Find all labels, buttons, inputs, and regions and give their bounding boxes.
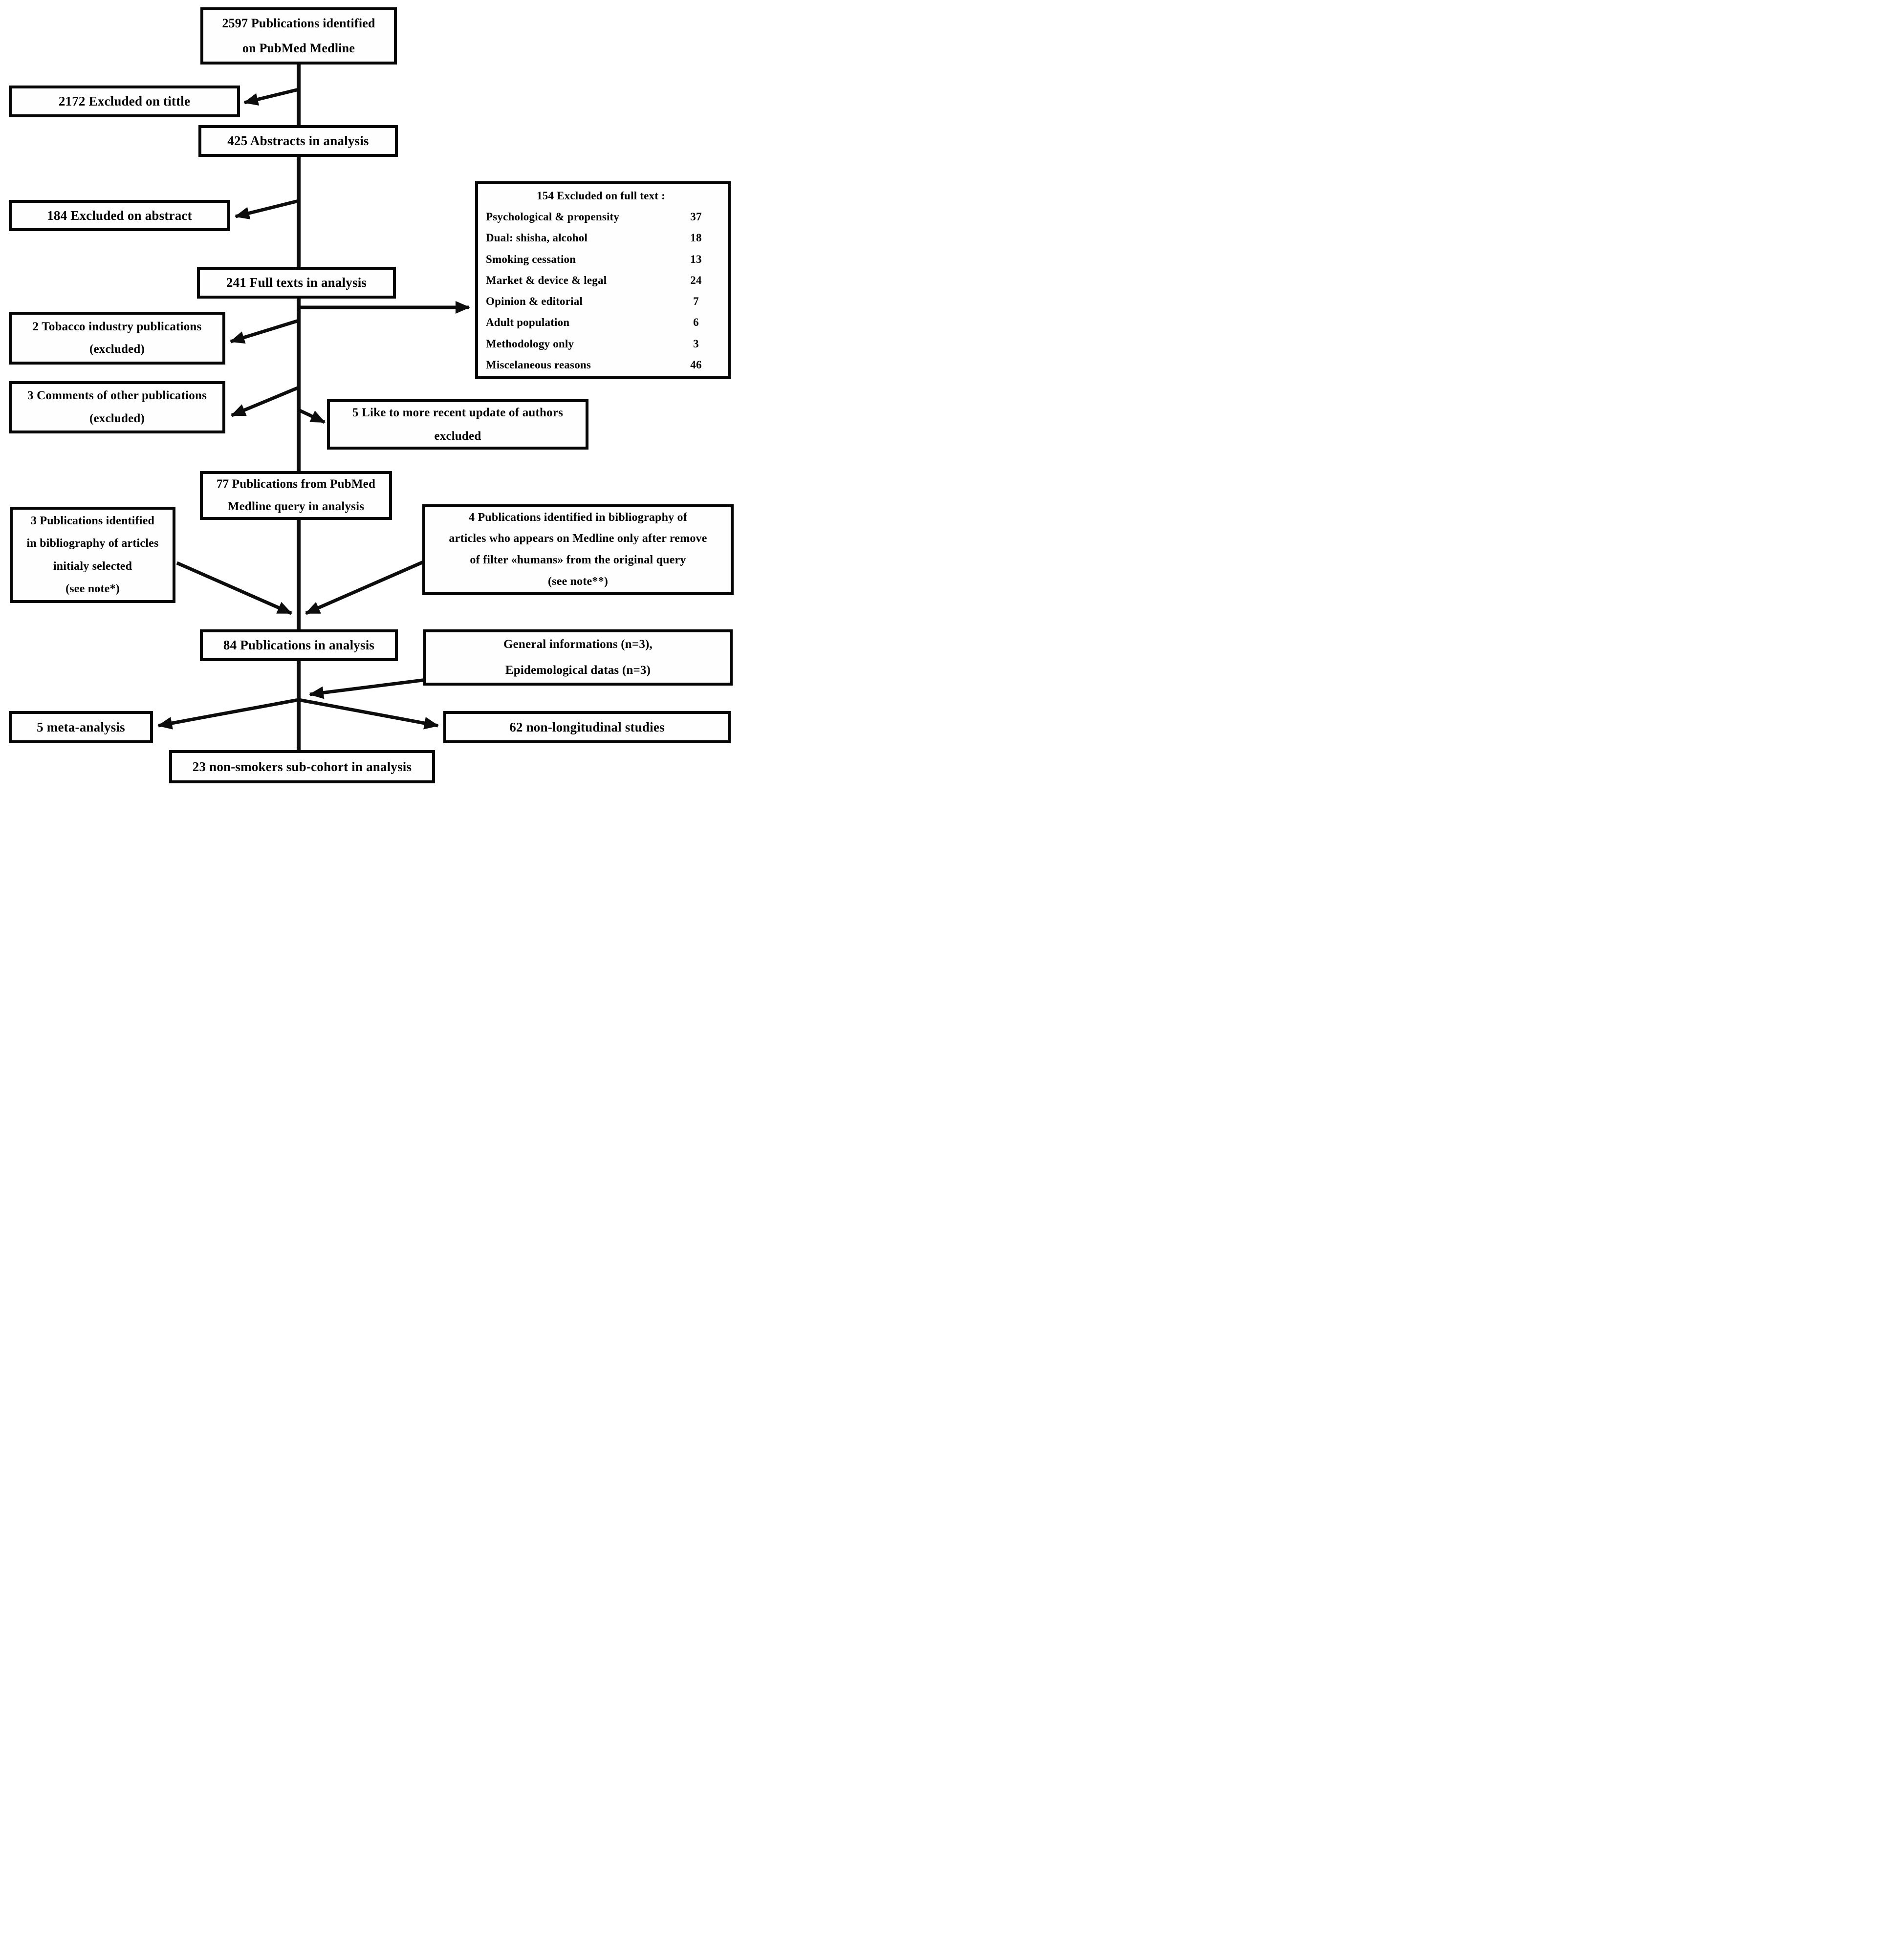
box-excluded-on-title: 2172 Excluded on tittle (9, 86, 240, 117)
box-line: 77 Publications from PubMed (216, 477, 376, 491)
exclusion-reason: Miscelaneous reasons (486, 358, 591, 371)
exclusion-reason: Methodology only (486, 337, 574, 350)
exclusion-reason: Psychological & propensity (486, 211, 620, 223)
exclusion-row: Adult population 6 (486, 312, 721, 333)
box-line: Medline query in analysis (227, 500, 365, 513)
box-recent-update-excluded: 5 Like to more recent update of authors … (327, 399, 588, 450)
box-abstracts-in-analysis: 425 Abstracts in analysis (198, 125, 398, 157)
box-line: 2597 Publications identified (222, 16, 375, 30)
arrow-to-tobacco (230, 319, 300, 344)
box-line: excluded (434, 429, 481, 443)
arrow-to-non-longitudinal (298, 698, 439, 730)
box-line: on PubMed Medline (242, 41, 355, 55)
box-line: of filter «humans» from the original que… (470, 554, 686, 566)
box-comments-excluded: 3 Comments of other publications (exclud… (9, 381, 225, 433)
box-line: 5 Like to more recent update of authors (352, 406, 564, 419)
arrow-from-bibliography-initial (176, 561, 292, 615)
box-full-texts-in-analysis: 241 Full texts in analysis (197, 267, 396, 299)
exclusion-row: Opinion & editorial 7 (486, 291, 721, 312)
box-line: (see note**) (547, 575, 609, 588)
exclusion-row: Methodology only 3 (486, 333, 721, 354)
box-line: (excluded) (89, 343, 145, 356)
arrow-to-comments (231, 386, 300, 417)
box-line: 241 Full texts in analysis (226, 275, 367, 290)
box-line: (see note*) (65, 582, 120, 595)
exclusion-row: Psychological & propensity 37 (486, 206, 721, 227)
arrow-to-meta-analysis (157, 698, 299, 730)
exclusion-row: Smoking cessation 13 (486, 249, 721, 270)
full-text-excluded-title: 154 Excluded on full text : (537, 189, 665, 202)
arrow-to-excluded-abstract (235, 199, 299, 219)
box-non-smokers-sub-cohort: 23 non-smokers sub-cohort in analysis (169, 750, 435, 783)
box-line: 62 non-longitudinal studies (509, 719, 665, 734)
box-line: 23 non-smokers sub-cohort in analysis (192, 759, 412, 774)
box-line: in bibliography of articles (26, 537, 159, 550)
exclusion-count: 24 (690, 274, 702, 286)
exclusion-count: 46 (690, 358, 702, 371)
box-line: 5 meta-analysis (37, 719, 125, 734)
exclusion-reason: Market & device & legal (486, 274, 607, 286)
box-line: 184 Excluded on abstract (47, 208, 192, 223)
exclusion-row: Miscelaneous reasons 46 (486, 354, 721, 375)
box-line: 3 Comments of other publications (27, 389, 207, 403)
box-line: initialy selected (53, 560, 132, 573)
box-publications-identified: 2597 Publications identified on PubMed M… (200, 7, 397, 65)
box-line: 2172 Excluded on tittle (58, 94, 191, 108)
box-line: Epidemological datas (n=3) (505, 663, 651, 677)
box-line: 2 Tobacco industry publications (32, 320, 202, 333)
exclusion-count: 13 (690, 253, 702, 265)
flow-connectors (157, 64, 470, 753)
exclusion-count: 37 (690, 211, 702, 223)
exclusion-row: Dual: shisha, alcohol 18 (486, 227, 721, 248)
box-line: (excluded) (89, 411, 145, 425)
box-publications-in-analysis: 84 Publications in analysis (200, 629, 398, 661)
box-excluded-on-full-text: 154 Excluded on full text : Psychologica… (475, 181, 731, 379)
box-line: 4 Publications identified in bibliograph… (469, 511, 687, 524)
box-line: 84 Publications in analysis (223, 638, 375, 652)
box-bibliography-humans-filter: 4 Publications identified in bibliograph… (422, 504, 734, 595)
arrow-to-excluded-title (243, 87, 299, 106)
exclusion-reason: Smoking cessation (486, 253, 576, 265)
box-bibliography-initial: 3 Publications identified in bibliograph… (10, 507, 175, 603)
box-line: 425 Abstracts in analysis (227, 133, 369, 148)
box-line: articles who appears on Medline only aft… (449, 532, 707, 545)
exclusion-row: Market & device & legal 24 (486, 270, 721, 291)
arrow-from-bibliography-humans (305, 560, 424, 615)
box-line: General informations (n=3), (503, 638, 653, 651)
exclusion-reason: Dual: shisha, alcohol (486, 232, 588, 244)
exclusion-count: 7 (693, 295, 699, 308)
box-pubmed-query-in-analysis: 77 Publications from PubMed Medline quer… (200, 471, 392, 520)
box-meta-analysis: 5 meta-analysis (9, 711, 153, 743)
box-tobacco-industry-excluded: 2 Tobacco industry publications (exclude… (9, 312, 225, 365)
flow-diagram: 2597 Publications identified on PubMed M… (0, 0, 758, 784)
box-line: 3 Publications identified (30, 515, 155, 528)
exclusion-count: 6 (693, 316, 699, 329)
exclusion-count: 18 (690, 232, 702, 244)
box-general-informations: General informations (n=3), Epidemologic… (423, 629, 733, 686)
box-excluded-on-abstract: 184 Excluded on abstract (9, 200, 230, 231)
exclusion-reason: Opinion & editorial (486, 295, 583, 308)
box-non-longitudinal-studies: 62 non-longitudinal studies (443, 711, 731, 743)
exclusion-reason: Adult population (486, 316, 570, 329)
exclusion-count: 3 (693, 337, 699, 350)
arrow-to-recent-update (298, 408, 326, 424)
